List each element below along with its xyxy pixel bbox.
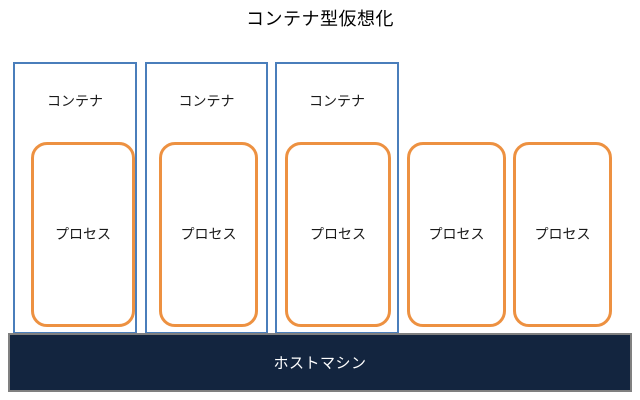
process-label-5: プロセス xyxy=(534,226,591,243)
page-title: コンテナ型仮想化 xyxy=(246,9,394,30)
process-label-4: プロセス xyxy=(428,226,485,243)
host-machine-bar: ホストマシン xyxy=(8,333,632,392)
host-machine-label: ホストマシン xyxy=(273,353,367,372)
process-box-5: プロセス xyxy=(513,142,612,327)
container-label-3: コンテナ xyxy=(309,94,365,110)
process-box-4: プロセス xyxy=(407,142,506,327)
process-box-3: プロセス xyxy=(285,142,391,327)
process-label-2: プロセス xyxy=(180,226,237,243)
container-label-1: コンテナ xyxy=(47,94,103,110)
process-label-3: プロセス xyxy=(310,226,366,243)
process-box-1: プロセス xyxy=(31,142,135,327)
process-box-2: プロセス xyxy=(159,142,258,327)
container-label-2: コンテナ xyxy=(178,94,235,110)
process-label-1: プロセス xyxy=(55,226,111,243)
